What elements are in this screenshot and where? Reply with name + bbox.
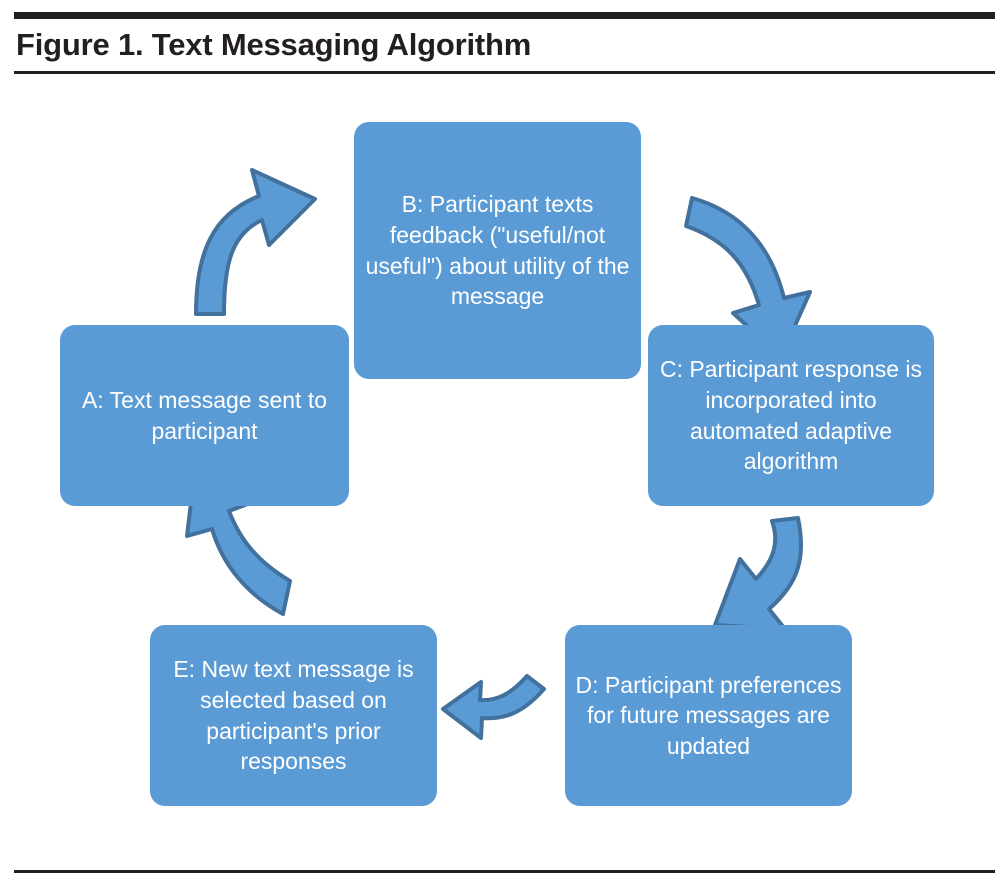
cycle-diagram: A: Text message sent to participant B: P…	[0, 74, 1008, 870]
node-a[interactable]: A: Text message sent to participant	[60, 325, 349, 506]
node-b-label: B: Participant texts feedback ("useful/n…	[365, 191, 630, 310]
node-d[interactable]: D: Participant preferences for future me…	[565, 625, 852, 806]
node-e-label: E: New text message is selected based on…	[173, 656, 414, 775]
figure-bottom-rule	[14, 870, 995, 873]
node-d-label: D: Participant preferences for future me…	[575, 671, 842, 759]
header-top-rule	[14, 12, 995, 19]
node-e[interactable]: E: New text message is selected based on…	[150, 625, 437, 806]
arrow-a-to-b	[194, 168, 317, 316]
figure-title: Figure 1. Text Messaging Algorithm	[16, 27, 532, 62]
arrow-c-to-d	[713, 516, 804, 631]
arrow-layer	[185, 168, 812, 740]
node-c[interactable]: C: Participant response is incorporated …	[648, 325, 934, 506]
arrow-d-to-e	[441, 674, 546, 740]
header-bottom-rule	[14, 71, 995, 74]
node-c-label: C: Participant response is incorporated …	[659, 356, 923, 475]
node-b[interactable]: B: Participant texts feedback ("useful/n…	[354, 122, 641, 379]
arrow-b-to-c	[684, 196, 812, 359]
node-a-label: A: Text message sent to participant	[81, 386, 328, 444]
